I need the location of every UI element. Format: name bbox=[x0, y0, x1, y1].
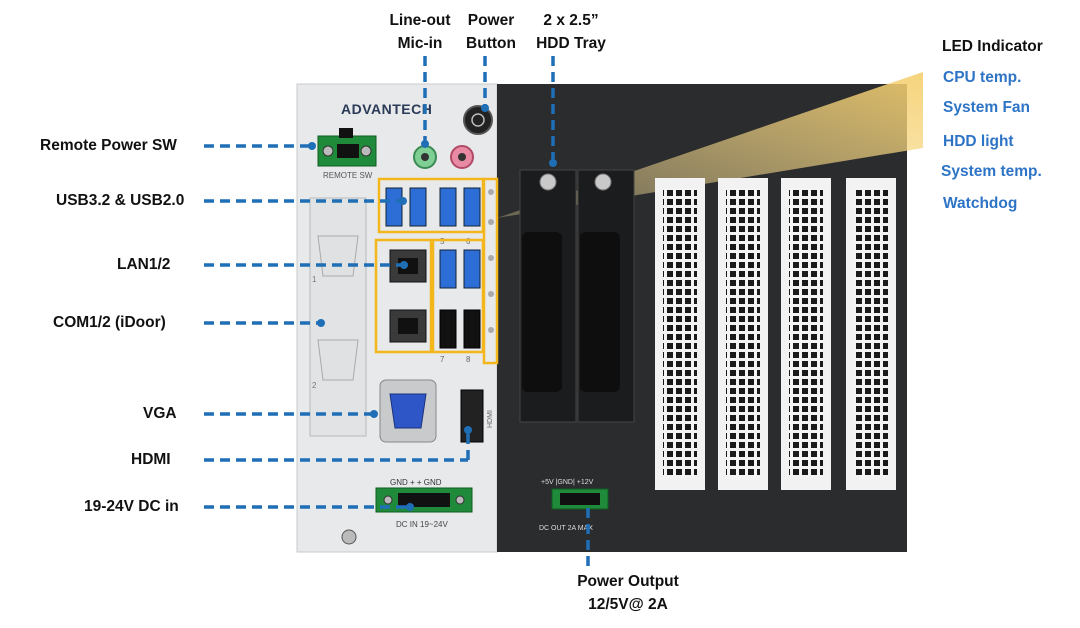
usb2-port bbox=[439, 309, 457, 349]
label-dc-in: 19-24V DC in bbox=[84, 498, 179, 515]
led-indicator-title: LED Indicator bbox=[942, 38, 1043, 55]
hdmi-port bbox=[460, 389, 484, 443]
led-item-hdd-light: HDD light bbox=[943, 133, 1014, 150]
label-hdd-count: 2 x 2.5” bbox=[543, 12, 599, 29]
led-item-cpu-temp: CPU temp. bbox=[943, 69, 1022, 86]
led-item-system-fan: System Fan bbox=[943, 99, 1031, 116]
leader-dots bbox=[308, 104, 557, 511]
usb-port bbox=[463, 249, 481, 289]
svg-text:HDMI: HDMI bbox=[487, 410, 494, 428]
led-item-watchdog: Watchdog bbox=[943, 195, 1018, 212]
brand-logo: ADVANTECH bbox=[341, 101, 432, 117]
label-hdmi: HDMI bbox=[131, 451, 171, 468]
usb-port bbox=[439, 249, 457, 289]
label-power-output-spec: 12/5V@ 2A bbox=[588, 596, 668, 613]
label-mic-in: Mic-in bbox=[397, 35, 443, 52]
usb-num: 5 bbox=[440, 237, 445, 246]
label-lan: LAN1/2 bbox=[117, 256, 171, 273]
lan-highlight bbox=[374, 238, 433, 354]
usb-port bbox=[409, 187, 427, 227]
svg-text:2: 2 bbox=[312, 381, 317, 390]
usb-port bbox=[439, 187, 457, 227]
usb-num: 8 bbox=[466, 355, 471, 364]
ground-screw bbox=[341, 529, 357, 545]
remote-sw-text: REMOTE SW bbox=[323, 171, 373, 180]
label-power: Power bbox=[467, 12, 515, 29]
label-com: COM1/2 (iDoor) bbox=[53, 314, 166, 331]
leader-lines bbox=[204, 56, 590, 570]
usb2-port bbox=[463, 309, 481, 349]
label-remote-power-sw: Remote Power SW bbox=[40, 137, 177, 154]
com1-outline bbox=[317, 235, 359, 277]
label-vga: VGA bbox=[143, 405, 177, 422]
idoor-cover bbox=[309, 197, 367, 437]
com2-outline bbox=[317, 339, 359, 381]
vga-port bbox=[389, 393, 427, 429]
label-hdd-tray: HDD Tray bbox=[536, 35, 606, 52]
label-line-out: Line-out bbox=[389, 12, 451, 29]
label-power-output: Power Output bbox=[577, 573, 679, 590]
label-button: Button bbox=[466, 35, 516, 52]
svg-text:DC IN 19~24V: DC IN 19~24V bbox=[396, 520, 448, 529]
svg-text:+5V |GND| +12V: +5V |GND| +12V bbox=[541, 479, 594, 486]
label-usb: USB3.2 & USB2.0 bbox=[56, 192, 185, 209]
svg-text:GND + + GND: GND + + GND bbox=[390, 478, 442, 487]
led-item-system-temp: System temp. bbox=[941, 163, 1042, 180]
svg-text:DC OUT 2A MAX: DC OUT 2A MAX bbox=[539, 525, 593, 532]
usb-port bbox=[463, 187, 481, 227]
power-button bbox=[463, 105, 493, 135]
usb-num: 7 bbox=[440, 355, 445, 364]
led-highlight bbox=[482, 177, 499, 365]
usb-port bbox=[385, 187, 403, 227]
usb-num: 6 bbox=[466, 237, 471, 246]
svg-text:1: 1 bbox=[312, 275, 317, 284]
